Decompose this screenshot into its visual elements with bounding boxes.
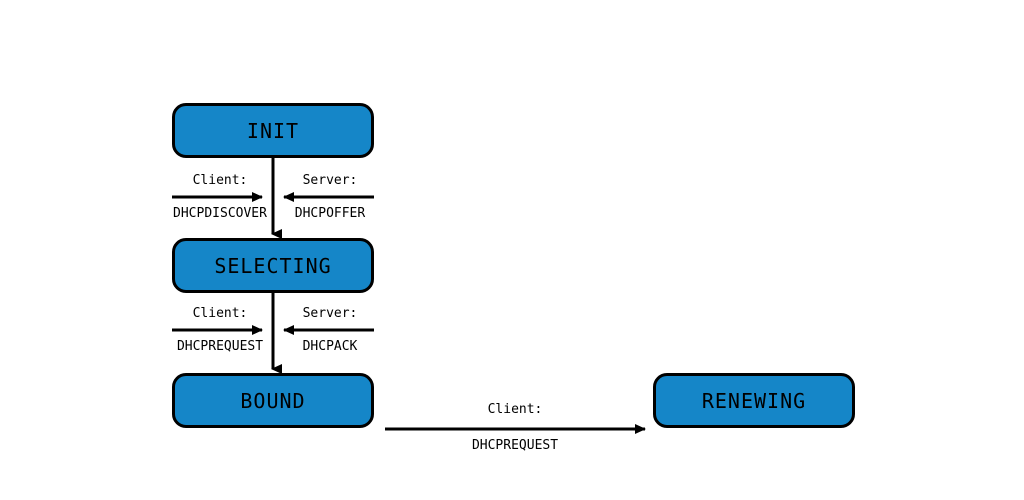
edge-selecting-to-bound: [172, 293, 374, 374]
state-label-selecting: SELECTING: [214, 253, 332, 278]
edge-label-t1-server-message: DHCPOFFER: [294, 206, 366, 221]
edge-label-t2-client-message: DHCPREQUEST: [176, 339, 264, 354]
edge-label-t2-client-role: Client:: [192, 306, 248, 321]
edge-label-t3-client-message: DHCPREQUEST: [471, 438, 559, 453]
state-node-selecting[interactable]: SELECTING: [172, 238, 374, 293]
edge-label-t3-client-role: Client:: [487, 402, 543, 417]
edge-label-t2-server-role: Server:: [302, 306, 358, 321]
state-label-init: INIT: [246, 118, 300, 143]
edge-label-t1-server-role: Server:: [302, 173, 358, 188]
state-node-bound[interactable]: BOUND: [172, 373, 374, 428]
state-node-init[interactable]: INIT: [172, 103, 374, 158]
edge-label-t2-server-message: DHCPACK: [302, 339, 358, 354]
edge-label-t1-client-message: DHCPDISCOVER: [173, 206, 267, 221]
edge-label-t1-client-role: Client:: [192, 173, 248, 188]
state-label-bound: BOUND: [240, 388, 306, 413]
state-node-renewing[interactable]: RENEWING: [653, 373, 855, 428]
edge-init-to-selecting: [172, 158, 374, 239]
state-label-renewing: RENEWING: [701, 388, 807, 413]
